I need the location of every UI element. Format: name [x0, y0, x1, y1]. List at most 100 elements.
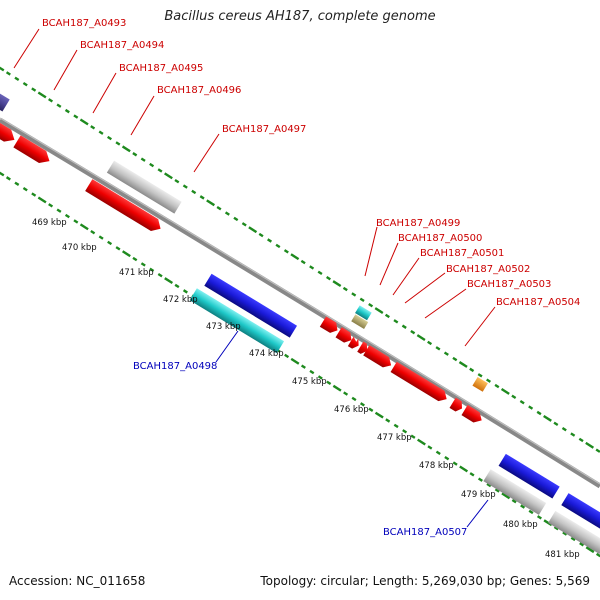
tick-mark — [140, 157, 146, 162]
tick-mark — [106, 135, 112, 141]
gene-label: BCAH187_A0504 — [496, 297, 580, 308]
gene-a0501 — [319, 316, 338, 333]
tick-mark — [149, 267, 155, 273]
tick-mark — [417, 438, 426, 446]
gene-label: BCAH187_A0501 — [420, 248, 504, 259]
tick-mark — [90, 125, 96, 130]
tick-mark — [444, 455, 450, 461]
kbp-label: 471 kbp — [119, 268, 154, 278]
tick-mark — [309, 369, 315, 375]
kbp-label: 481 kbp — [545, 550, 580, 560]
tick-mark — [342, 286, 348, 292]
gene-a0506b — [461, 404, 482, 423]
tick-mark — [216, 205, 222, 211]
kbp-label: 469 kbp — [32, 218, 67, 228]
tick-mark — [48, 98, 54, 103]
tick-mark — [22, 81, 28, 87]
tick-mark — [477, 373, 483, 378]
gene-a0504b — [390, 361, 447, 402]
gene-a0500 — [351, 314, 369, 330]
tick-mark — [359, 297, 365, 302]
kbp-label: 478 kbp — [419, 461, 454, 471]
tick-mark — [543, 414, 552, 422]
tick-mark — [132, 152, 138, 157]
tick-mark — [519, 400, 525, 405]
tick-mark — [290, 357, 300, 365]
tick-mark — [290, 253, 300, 261]
tick-mark — [410, 434, 416, 439]
kbp-label: 479 kbp — [461, 490, 496, 500]
tick-mark — [56, 103, 62, 108]
tick-mark — [326, 380, 332, 386]
tick-mark — [14, 76, 20, 81]
tick-mark — [402, 429, 408, 434]
tick-mark — [300, 364, 306, 369]
outer-gene-track — [0, 41, 488, 423]
kbp-label: 472 kbp — [163, 295, 198, 305]
tick-mark — [384, 313, 390, 319]
tick-mark — [182, 184, 188, 189]
tick-mark — [401, 324, 407, 329]
tick-mark — [164, 277, 174, 285]
kbp-label: 480 kbp — [503, 520, 538, 530]
tick-mark — [317, 270, 323, 276]
tick-mark — [351, 396, 357, 402]
tick-mark — [48, 203, 54, 208]
gene-label: BCAH187_A0494 — [80, 40, 164, 51]
tick-mark — [351, 292, 357, 297]
tick-mark — [501, 492, 511, 500]
tick-mark — [494, 383, 500, 389]
tick-mark — [562, 531, 568, 536]
gene-a0496 — [106, 160, 182, 214]
gene-label: BCAH187_A0507 — [383, 527, 467, 538]
tick-mark — [107, 240, 113, 246]
gene-a0493 — [0, 41, 10, 112]
tick-mark — [528, 405, 534, 410]
tick-mark — [469, 367, 475, 373]
gene-a0506 — [449, 397, 463, 412]
tick-mark — [500, 387, 510, 395]
tick-mark — [427, 445, 433, 450]
tick-mark — [452, 461, 458, 466]
kbp-label: 477 kbp — [377, 433, 412, 443]
tick-mark — [275, 243, 281, 249]
tick-mark — [241, 222, 247, 227]
genome-stats-text: Topology: circular; Length: 5,269,030 bp… — [260, 574, 590, 588]
gene-label-group: BCAH187_A0493 BCAH187_A0494 BCAH187_A049… — [42, 18, 580, 538]
tick-mark — [585, 441, 595, 449]
tick-mark — [536, 515, 542, 520]
gene-a0495b — [13, 135, 50, 163]
tick-mark — [5, 71, 11, 76]
tick-mark — [578, 437, 584, 443]
tick-mark — [5, 176, 11, 181]
tick-mark — [98, 130, 104, 135]
tick-mark — [191, 189, 197, 195]
gene-a0508 — [561, 493, 600, 537]
tick-mark — [98, 235, 104, 240]
tick-mark — [64, 213, 70, 219]
gene-label: BCAH187_A0495 — [119, 63, 203, 74]
tick-mark — [511, 499, 517, 504]
tick-mark — [595, 448, 600, 453]
tick-mark — [73, 219, 79, 224]
tick-mark — [325, 276, 331, 281]
tick-mark — [206, 199, 216, 207]
tick-mark — [0, 66, 5, 72]
tick-mark — [486, 378, 492, 383]
tick-mark — [579, 542, 585, 547]
gene-label: BCAH187_A0503 — [467, 279, 551, 290]
gene-a0507-upper — [498, 453, 560, 499]
tick-mark — [73, 114, 79, 119]
gene-a0495 — [0, 113, 15, 142]
leader-lines — [13, 28, 496, 528]
gene-label: BCAH187_A0493 — [42, 18, 126, 29]
gene-a0498 — [189, 288, 285, 354]
tick-mark — [435, 346, 441, 351]
tick-mark — [543, 519, 553, 527]
tick-mark — [528, 509, 534, 515]
tick-mark — [368, 407, 374, 412]
tick-mark — [317, 375, 323, 380]
tick-mark — [174, 283, 180, 289]
tick-mark — [300, 259, 306, 265]
